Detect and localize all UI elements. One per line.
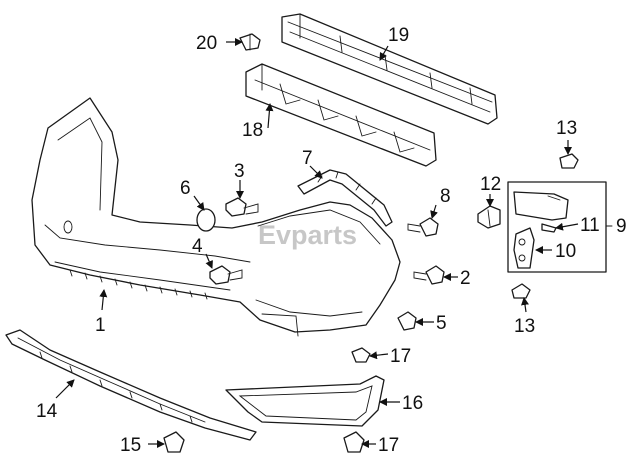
clip-12 (477, 205, 501, 229)
callout-16: 16 (402, 393, 423, 414)
fastener-20 (239, 33, 261, 51)
fastener-5 (397, 311, 417, 331)
cap-6 (196, 208, 216, 232)
retainer-part-10 (513, 227, 535, 269)
callout-19: 19 (388, 25, 409, 46)
callout-5: 5 (436, 313, 447, 334)
fastener-3 (225, 197, 259, 217)
callout-11: 11 (580, 215, 600, 236)
callout-18: 18 (242, 120, 263, 141)
callout-4: 4 (192, 236, 203, 257)
leader-arrows (55, 38, 613, 448)
lower-diffuser-14 (5, 329, 257, 441)
callout-13-top: 13 (556, 118, 577, 139)
bumper-cover-1 (31, 97, 401, 337)
callout-labels: 20 19 18 7 3 6 4 8 12 13 11 9 10 2 5 13 … (36, 25, 627, 456)
callout-13-bottom: 13 (514, 316, 535, 337)
callout-1: 1 (95, 315, 106, 336)
fastener-4 (209, 265, 243, 285)
fastener-13-bottom (511, 283, 531, 299)
fastener-13-top (559, 153, 579, 169)
screw-part-11 (541, 223, 557, 233)
fastener-2 (413, 265, 445, 285)
callout-9: 9 (616, 216, 627, 237)
callout-14: 14 (36, 401, 58, 422)
fastener-17-top (351, 347, 371, 363)
callout-20: 20 (196, 33, 217, 54)
callout-8: 8 (440, 186, 451, 207)
reinforcement-beam-19 (281, 13, 498, 125)
fastener-15 (163, 431, 185, 453)
watermark: Evparts (258, 220, 357, 250)
callout-10: 10 (555, 241, 576, 262)
lower-garnish-16 (225, 375, 385, 427)
callout-2: 2 (460, 268, 471, 289)
callout-6: 6 (180, 178, 191, 199)
side-bracket-7 (297, 169, 393, 227)
fastener-8 (407, 217, 439, 237)
energy-absorber-18 (245, 63, 437, 167)
callout-15: 15 (120, 435, 141, 456)
fastener-17-bottom (343, 431, 365, 453)
parts-group-box (507, 181, 607, 273)
callout-12: 12 (480, 174, 501, 195)
reflector-part (513, 191, 569, 221)
callout-7: 7 (302, 148, 313, 169)
callout-3: 3 (234, 161, 245, 182)
callout-17-top: 17 (390, 346, 411, 367)
callout-17-bottom: 17 (378, 435, 399, 456)
